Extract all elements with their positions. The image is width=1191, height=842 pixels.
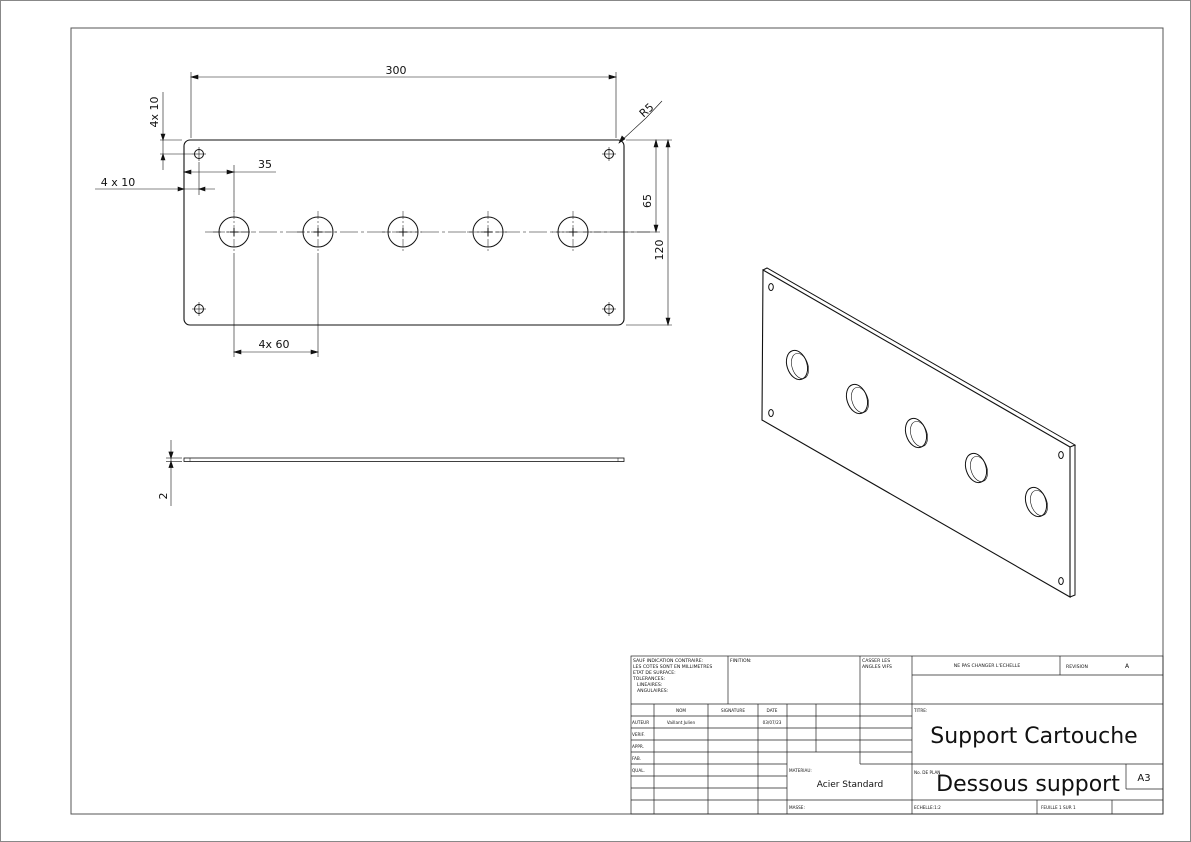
general-note-3: ETAT DE SURFACE: bbox=[633, 670, 676, 676]
plate-edge bbox=[183, 457, 625, 462]
iso-large-hole bbox=[964, 452, 988, 484]
mounting-hole bbox=[192, 147, 206, 161]
title-block bbox=[630, 655, 1164, 815]
iso-large-hole bbox=[904, 417, 928, 449]
scale-value: ECHELLE:1:2 bbox=[914, 805, 941, 810]
format-value: A3 bbox=[1137, 773, 1150, 784]
mounting-hole bbox=[602, 302, 616, 316]
dim-hole-offset-x: 4 x 10 bbox=[101, 176, 136, 189]
title-label: TITRE: bbox=[913, 708, 927, 713]
drawing-title: Support Cartouche bbox=[930, 724, 1137, 749]
isometric-view bbox=[761, 267, 1077, 598]
mounting-hole bbox=[602, 147, 616, 161]
material-label: MATERIAU: bbox=[789, 768, 812, 773]
dim-hole-offset-y: 4x 10 bbox=[148, 96, 161, 127]
row-label-appr: APPR. bbox=[632, 744, 644, 749]
side-view bbox=[166, 440, 625, 506]
iso-large-hole bbox=[845, 383, 869, 415]
dim-radius: R5 bbox=[637, 101, 657, 120]
break-edges-2: ANGLES VIFS bbox=[862, 664, 892, 670]
iso-plate-face bbox=[761, 269, 1071, 598]
author-name: Vaillant Julien bbox=[667, 720, 696, 725]
mass-label: MASSE: bbox=[789, 805, 805, 810]
large-hole bbox=[297, 211, 339, 253]
iso-plate-right-edge bbox=[1069, 445, 1076, 598]
iso-large-hole bbox=[785, 349, 809, 381]
mounting-hole bbox=[192, 302, 206, 316]
plate-outline bbox=[183, 139, 625, 326]
large-hole bbox=[467, 211, 509, 253]
drawing-no-label: No. DE PLAN bbox=[914, 770, 940, 775]
col-signature: SIGNATURE bbox=[721, 708, 745, 713]
iso-plate-top-edge bbox=[762, 267, 1077, 448]
large-hole bbox=[552, 211, 594, 253]
row-label-qual: QUAL. bbox=[632, 768, 645, 773]
general-note-1: SAUF INDICATION CONTRAIRE: bbox=[633, 658, 704, 664]
dimension-texts: 300 R5 4x 10 4 x 10 35 65 120 4x 60 2 bbox=[101, 64, 666, 500]
iso-mounting-hole bbox=[768, 409, 774, 417]
iso-mounting-hole bbox=[1058, 577, 1064, 585]
dim-width: 300 bbox=[386, 64, 407, 77]
dimension-lines bbox=[95, 72, 672, 357]
col-date: DATE bbox=[767, 708, 778, 713]
row-label-verif: VERIF. bbox=[632, 732, 645, 737]
large-hole bbox=[213, 211, 255, 253]
material-value: Acier Standard bbox=[817, 780, 884, 790]
front-view bbox=[183, 139, 650, 326]
dim-spacing: 4x 60 bbox=[258, 338, 289, 351]
sheet-value: FEUILLE 1 SUR 1 bbox=[1041, 805, 1076, 810]
general-note-2: LES COTES SONT EN MILLIMETRES bbox=[633, 664, 712, 670]
iso-mounting-hole bbox=[1058, 451, 1064, 459]
inner-frame bbox=[70, 27, 1164, 815]
revision-value: A bbox=[1125, 663, 1130, 670]
title-block-texts: SAUF INDICATION CONTRAIRE: LES COTES SON… bbox=[632, 658, 1151, 810]
author-date: 03/07/23 bbox=[763, 720, 782, 725]
no-scale-label: NE PAS CHANGER L'ECHELLE bbox=[954, 663, 1021, 669]
revision-label: REVISION bbox=[1066, 664, 1088, 670]
dim-first-hole-x: 35 bbox=[258, 158, 272, 171]
dim-thickness: 2 bbox=[157, 493, 170, 500]
dim-height: 120 bbox=[653, 240, 666, 261]
iso-mounting-hole bbox=[768, 283, 774, 291]
large-hole bbox=[382, 211, 424, 253]
break-edges-1: CASSER LES bbox=[862, 658, 890, 664]
drawing-number: Dessous support bbox=[936, 772, 1120, 797]
row-label-author: AUTEUR bbox=[632, 720, 649, 725]
general-note-6: ANGULAIRES: bbox=[637, 688, 669, 694]
row-label-fab: FAB. bbox=[632, 756, 641, 761]
iso-large-hole bbox=[1024, 486, 1048, 518]
general-note-4: TOLERANCES: bbox=[632, 676, 665, 682]
dim-center-height: 65 bbox=[641, 194, 654, 208]
col-nom: NOM bbox=[676, 708, 686, 713]
general-note-5: LINEAIRES: bbox=[637, 682, 663, 688]
finish-label: FINITION: bbox=[730, 658, 752, 664]
